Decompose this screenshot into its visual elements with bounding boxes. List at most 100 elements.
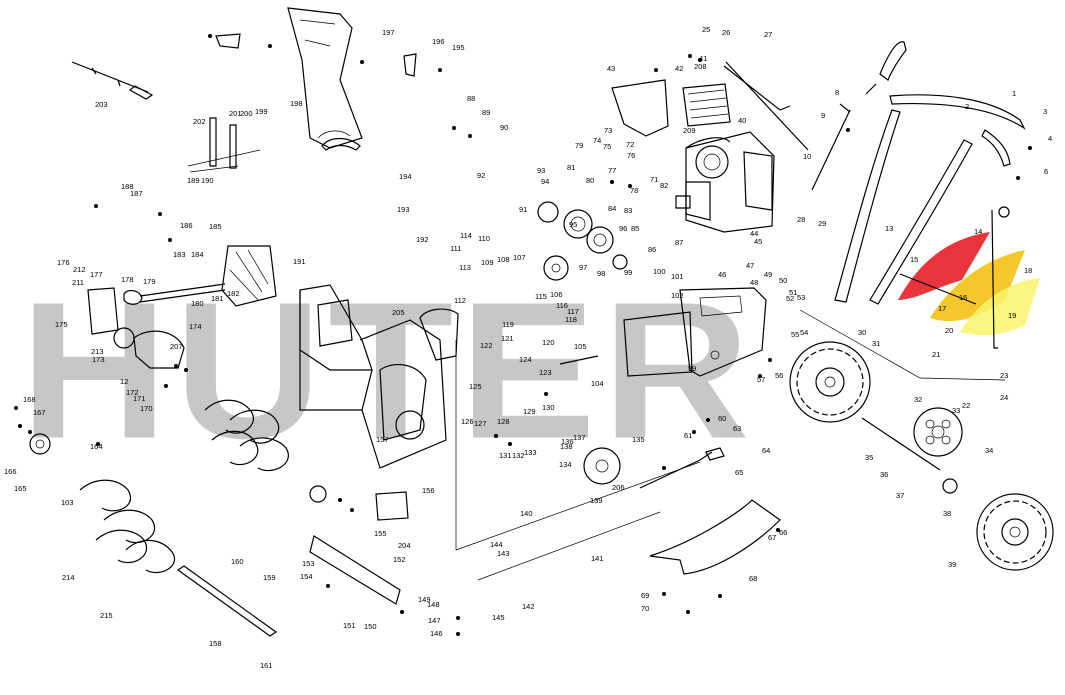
part-label-49: 49 — [764, 270, 772, 279]
part-label-35: 35 — [865, 453, 873, 462]
part-label-43: 43 — [607, 64, 615, 73]
part-label-104: 104 — [591, 379, 604, 388]
part-label-102: 102 — [671, 291, 684, 300]
shift-lever — [559, 355, 725, 489]
part-label-53: 53 — [797, 293, 805, 302]
part-label-160: 160 — [231, 557, 244, 566]
part-label-33: 33 — [952, 406, 960, 415]
part-label-168: 168 — [23, 395, 36, 404]
part-label-192: 192 — [416, 235, 429, 244]
part-label-184: 184 — [191, 250, 204, 259]
auger-spirals — [79, 399, 289, 574]
part-label-55: 55 — [791, 330, 799, 339]
part-label-82: 82 — [660, 181, 668, 190]
part-label-13: 13 — [885, 224, 893, 233]
part-label-181: 181 — [211, 294, 224, 303]
part-label-56: 56 — [775, 371, 783, 380]
part-label-177: 177 — [90, 270, 103, 279]
part-label-193: 193 — [397, 205, 410, 214]
part-label-101: 101 — [671, 272, 684, 281]
part-label-117: 117 — [567, 307, 579, 316]
part-label-157: 157 — [376, 435, 389, 444]
brand-logo — [898, 232, 1040, 336]
part-label-39: 39 — [948, 560, 956, 569]
part-label-51: 51 — [789, 288, 797, 297]
part-label-138: 138 — [560, 442, 573, 451]
part-label-186: 186 — [180, 221, 193, 230]
part-label-131: 131 — [499, 451, 512, 460]
part-label-34: 34 — [985, 446, 993, 455]
part-label-89: 89 — [482, 108, 490, 117]
part-label-158: 158 — [209, 639, 222, 648]
part-label-146: 146 — [430, 629, 443, 638]
part-label-205: 205 — [392, 308, 405, 317]
part-label-17: 17 — [938, 304, 946, 313]
part-label-140: 140 — [520, 509, 533, 518]
part-label-203: 203 — [95, 100, 108, 109]
part-label-175: 175 — [55, 320, 68, 329]
part-label-9: 9 — [821, 111, 825, 120]
part-label-67: 67 — [768, 533, 776, 542]
part-label-48: 48 — [750, 278, 758, 287]
part-label-148: 148 — [427, 600, 440, 609]
part-label-78: 78 — [630, 186, 638, 195]
gearbox — [29, 287, 185, 455]
part-label-155: 155 — [374, 529, 387, 538]
part-label-176: 176 — [57, 258, 70, 267]
part-label-120: 120 — [542, 338, 555, 347]
part-label-24: 24 — [1000, 393, 1008, 402]
part-label-23: 23 — [1000, 371, 1008, 380]
part-label-22: 22 — [962, 401, 970, 410]
part-label-66: 66 — [779, 528, 787, 537]
part-label-136: 136 — [561, 437, 574, 446]
part-label-126: 126 — [461, 417, 474, 426]
part-label-152: 152 — [393, 555, 406, 564]
watermark-text: HUTER — [20, 261, 757, 480]
part-label-209: 209 — [683, 126, 696, 135]
part-label-21: 21 — [932, 350, 940, 359]
part-label-70: 70 — [641, 604, 649, 613]
part-label-8: 8 — [835, 88, 839, 97]
part-label-54: 54 — [800, 328, 808, 337]
part-label-183: 183 — [173, 250, 186, 259]
part-label-111: 111 — [450, 244, 461, 253]
part-label-63: 63 — [733, 424, 741, 433]
part-label-142: 142 — [522, 602, 535, 611]
part-label-74: 74 — [593, 136, 601, 145]
part-label-37: 37 — [896, 491, 904, 500]
part-label-129: 129 — [523, 407, 536, 416]
part-label-79: 79 — [575, 141, 583, 150]
part-label-200: 200 — [240, 109, 253, 118]
part-label-85: 85 — [631, 224, 639, 233]
part-label-213: 213 — [91, 347, 104, 356]
part-label-15: 15 — [910, 255, 918, 264]
part-label-52: 52 — [786, 294, 794, 303]
part-label-25: 25 — [702, 25, 710, 34]
part-label-61: 61 — [684, 431, 692, 440]
part-label-2: 2 — [965, 102, 969, 111]
part-label-47: 47 — [746, 261, 754, 270]
part-label-97: 97 — [579, 263, 587, 272]
part-label-115: 115 — [535, 292, 547, 301]
part-label-36: 36 — [880, 470, 888, 479]
part-label-154: 154 — [300, 572, 313, 581]
part-label-108: 108 — [497, 255, 510, 264]
part-label-93: 93 — [537, 166, 545, 175]
part-label-113: 113 — [459, 263, 471, 272]
drive-disc — [861, 407, 963, 494]
part-label-95: 95 — [569, 220, 577, 229]
part-label-31: 31 — [872, 339, 880, 348]
chute-control — [187, 33, 417, 173]
part-label-86: 86 — [648, 245, 656, 254]
part-label-135: 135 — [632, 435, 645, 444]
part-label-38: 38 — [943, 509, 951, 518]
scraper-plates — [176, 485, 781, 637]
fasteners — [14, 34, 1032, 636]
part-label-133: 133 — [524, 448, 537, 457]
part-label-27: 27 — [764, 30, 772, 39]
tire-right — [976, 493, 1054, 571]
part-label-215: 215 — [100, 611, 113, 620]
part-label-80: 80 — [586, 176, 594, 185]
